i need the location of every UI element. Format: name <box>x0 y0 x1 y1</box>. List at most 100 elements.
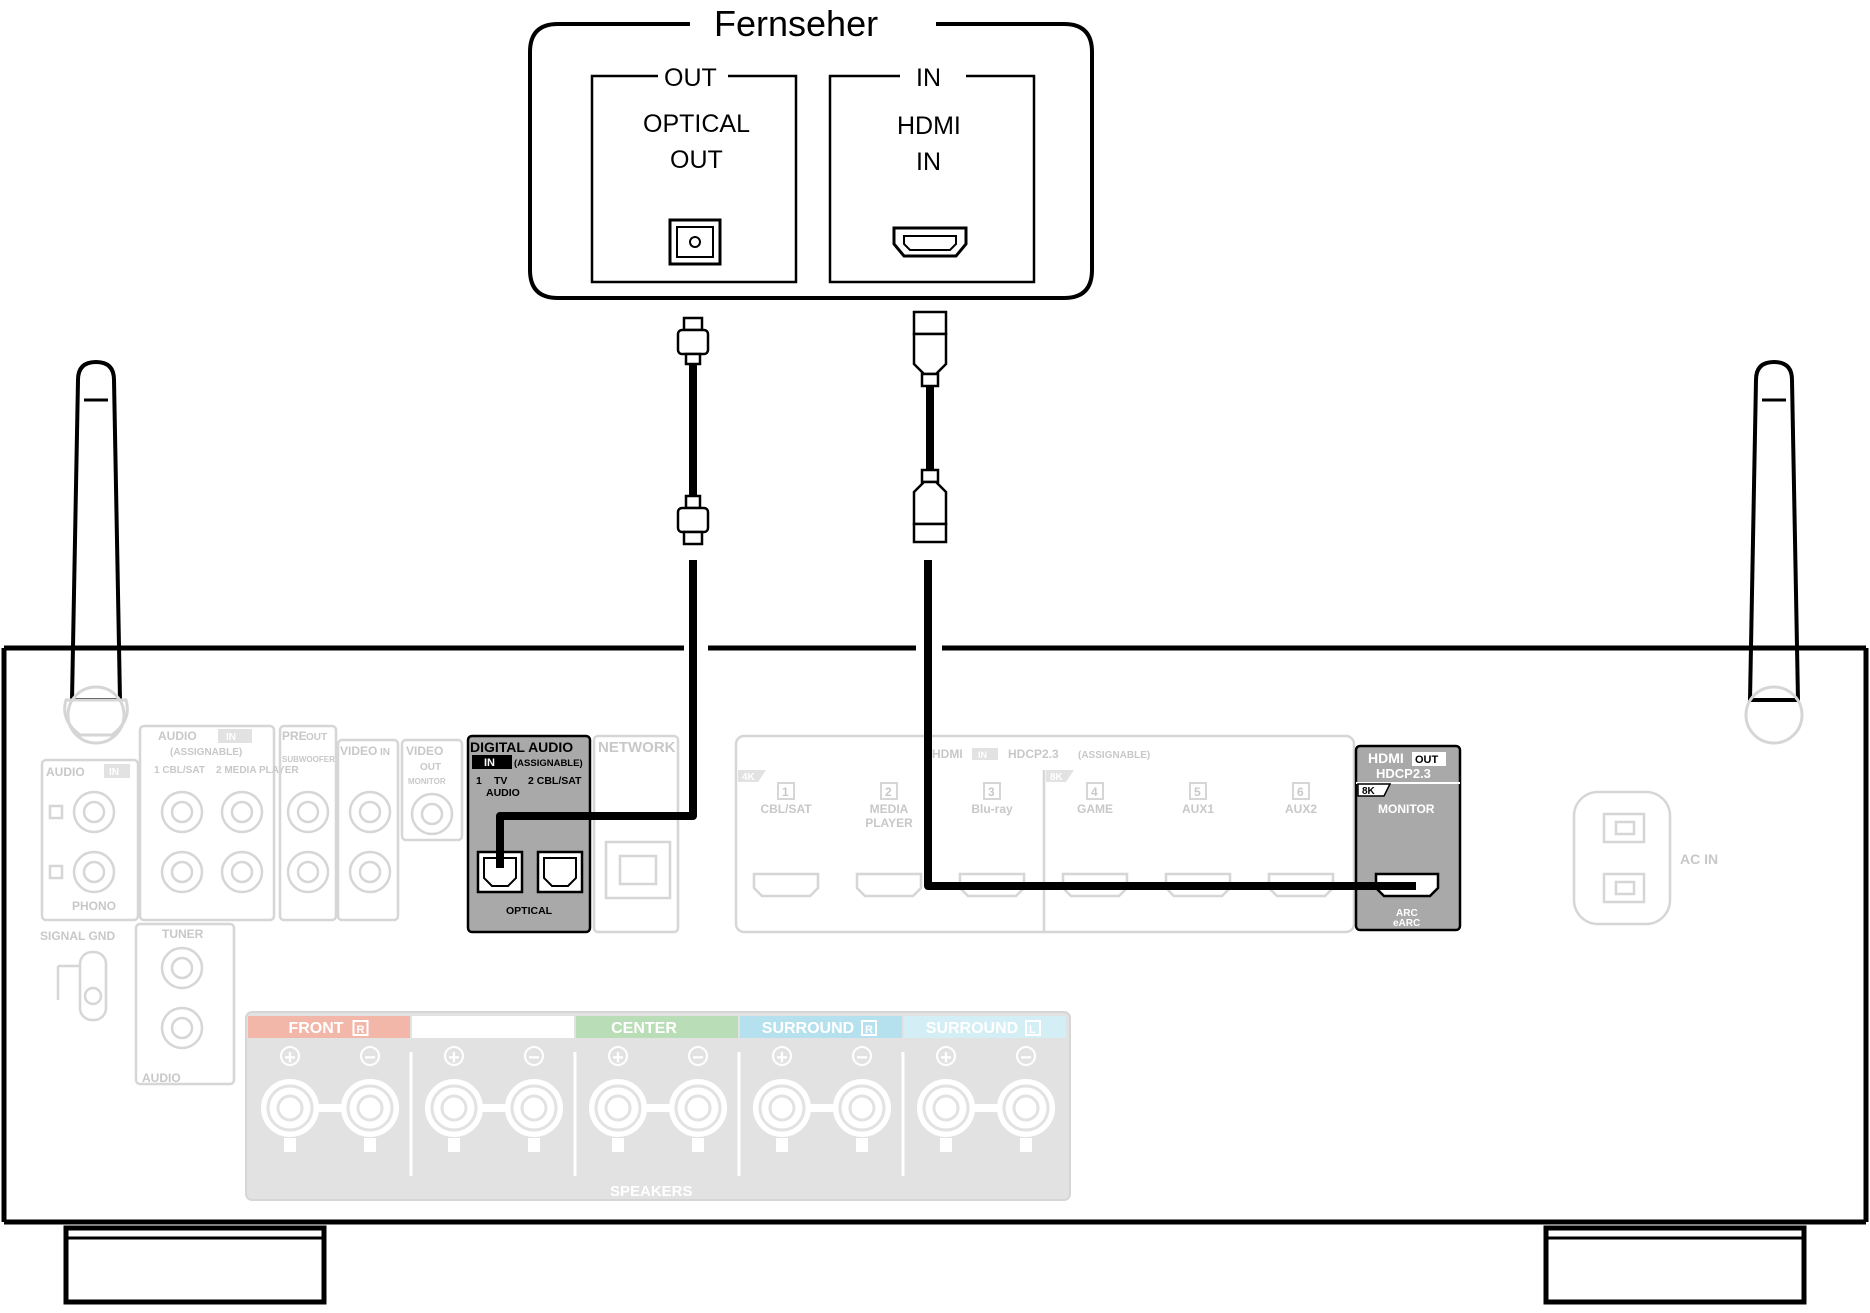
hdmi-input-number: 5 <box>1194 785 1201 799</box>
audio-in-media-player: 2 MEDIA PLAYER <box>216 765 299 776</box>
hdmi-out-monitor: MONITOR <box>1378 802 1435 816</box>
hdmi-cable <box>912 310 1416 890</box>
video-out-label: VIDEO <box>406 744 443 758</box>
speaker-side-label: L <box>521 1024 528 1036</box>
ac-in: AC IN <box>1572 790 1718 926</box>
speaker-channel-name: SURROUND <box>762 1020 854 1037</box>
optical-label: OPTICAL <box>506 905 553 917</box>
speakers-label: SPEAKERS <box>610 1183 693 1200</box>
optical-cable <box>496 316 710 868</box>
hdmi-input-number: 6 <box>1297 785 1304 799</box>
tv-optical-line1: OPTICAL <box>643 110 750 138</box>
speaker-channel-header <box>248 1016 410 1038</box>
hdmi-input-port <box>752 872 820 898</box>
subwoofer-label: SUBWOOFER <box>282 755 335 764</box>
digital-audio-label: AUDIO <box>486 787 520 799</box>
speaker-minus-icon: − <box>692 1047 704 1069</box>
speaker-side-box <box>516 1020 533 1036</box>
speaker-plus-icon: + <box>940 1047 952 1069</box>
hdmi-input-number: 4 <box>1091 785 1098 799</box>
digital-2-cbl-sat: 2 CBL/SAT <box>528 775 582 787</box>
hdmi-out-arc: ARC <box>1396 908 1418 919</box>
speaker-channel-name: SURROUND <box>926 1020 1018 1037</box>
network-label: NETWORK <box>598 739 676 756</box>
signal-gnd: SIGNAL GND <box>40 929 115 1022</box>
hdmi-input-number: 3 <box>988 785 995 799</box>
speaker-side-box <box>1025 1020 1041 1036</box>
hdmi-in-assignable: (ASSIGNABLE) <box>1078 750 1150 761</box>
hdmi-in-tag: IN <box>978 750 987 760</box>
audio-in-group-tag: IN <box>226 732 236 743</box>
hdmi-out-title: HDMI <box>1368 750 1404 766</box>
speaker-plus-icon: + <box>448 1047 460 1069</box>
speaker-side-label: R <box>357 1024 365 1036</box>
tv-hdmi-line2: IN <box>916 148 941 176</box>
speaker-plus-icon: + <box>612 1047 624 1069</box>
tuner-label: TUNER <box>162 927 204 941</box>
tuner-panel: TUNER AUDIO <box>134 922 236 1086</box>
hdmi-in-panel: HDMI IN HDCP2.3 (ASSIGNABLE) 4K 8K 1CBL/… <box>734 734 1356 934</box>
audio-in-cbl-sat: 1 CBL/SAT <box>154 765 205 776</box>
hdmi-input-port <box>855 872 923 898</box>
signal-gnd-label: SIGNAL GND <box>40 929 115 943</box>
hdmi-input-name: AUX2 <box>1285 802 1317 816</box>
pre-out-label: PRE <box>282 729 307 743</box>
hdmi-input-number: 2 <box>885 785 892 799</box>
pre-out-panel: PRE OUT SUBWOOFER <box>278 724 338 922</box>
digital-audio-title: DIGITAL AUDIO <box>470 739 573 755</box>
digital-audio-in-panel: DIGITAL AUDIO IN (ASSIGNABLE) 1 TV AUDIO… <box>466 734 592 934</box>
digital-tv: TV <box>494 775 507 787</box>
hdmi-input-number-box <box>1086 782 1104 800</box>
speaker-plus-icon: + <box>284 1047 296 1069</box>
tv-out-group-label: OUT <box>664 64 717 92</box>
hdmi-input-name: GAME <box>1077 802 1113 816</box>
hdmi-input-number: 1 <box>782 785 789 799</box>
tv-optical-line2: OUT <box>670 146 723 174</box>
hdmi-input-number-box <box>880 782 898 800</box>
speaker-plus-icon: + <box>776 1047 788 1069</box>
speaker-side-label: L <box>1029 1024 1036 1036</box>
hdmi-in-hdcp: HDCP2.3 <box>1008 747 1059 761</box>
speaker-side-label: R <box>865 1024 873 1036</box>
digital-audio-in-tag: IN <box>484 757 495 769</box>
audio-in-group-label: AUDIO <box>158 729 197 743</box>
pre-out-tag: OUT <box>306 732 327 743</box>
audio-in-phono-label: AUDIO <box>46 765 85 779</box>
hdmi-input-number-box <box>1292 782 1310 800</box>
left-antenna <box>63 359 129 745</box>
speaker-side-box <box>861 1020 877 1036</box>
hdmi-input-number-box <box>983 782 1001 800</box>
tv-in-group-label: IN <box>916 64 941 92</box>
receiver-chassis <box>1 645 1869 1305</box>
video-out-tag: OUT <box>420 762 441 773</box>
hdmi-input-number-box <box>777 782 795 800</box>
hdmi-out-tag: OUT <box>1415 754 1439 766</box>
digital-audio-assignable: (ASSIGNABLE) <box>514 758 583 769</box>
hdmi-in-header: HDMI <box>932 747 963 761</box>
badge-4k: 4K <box>742 772 756 783</box>
tv-device: Fernseher OUT OPTICAL OUT IN HDMI IN <box>528 3 1094 300</box>
speaker-channel-header <box>412 1016 574 1038</box>
speaker-minus-icon: − <box>528 1047 540 1069</box>
ac-in-label: AC IN <box>1680 851 1718 867</box>
video-out-panel: VIDEO OUT MONITOR <box>400 738 464 842</box>
audio-in-assignable-panel: AUDIO IN (ASSIGNABLE) 1 CBL/SAT 2 MEDIA … <box>138 724 299 922</box>
right-antenna <box>1744 359 1804 745</box>
digital-1: 1 <box>476 775 482 787</box>
tuner-audio-in-label: AUDIO <box>142 1071 181 1085</box>
